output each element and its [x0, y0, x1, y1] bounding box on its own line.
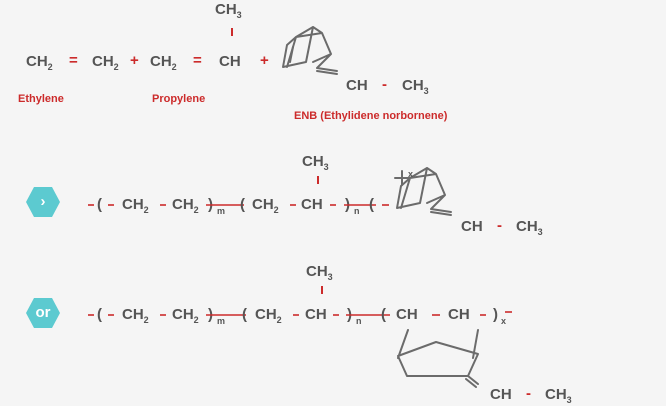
plus-sign: +: [260, 52, 269, 69]
ch3-group: CH3: [402, 77, 429, 96]
ch2-group: CH2: [172, 306, 199, 325]
ethylene-formula: CH2 = CH2: [26, 52, 119, 72]
ch2-group: CH2: [26, 53, 53, 72]
ch3-group: CH3: [306, 263, 333, 282]
single-bond: -: [497, 217, 502, 234]
ch2-group: CH2: [92, 53, 119, 72]
or-label: or: [35, 304, 51, 321]
ch-group: CH: [219, 53, 241, 70]
open-paren: (: [381, 306, 386, 323]
propylene-formula: CH2 = CH CH3: [150, 1, 242, 72]
ch2-group: CH2: [122, 306, 149, 325]
ch3-group: CH3: [302, 153, 329, 172]
ch2-group: CH2: [255, 306, 282, 325]
or-badge: or: [26, 298, 60, 328]
ch-group: CH: [490, 386, 512, 403]
open-paren: (: [97, 196, 102, 213]
subscript-n: n: [354, 206, 360, 216]
ch-group: CH: [448, 306, 470, 323]
arrow-badge: ›: [26, 187, 60, 217]
subscript-x: x: [408, 169, 413, 179]
ch-group: CH: [346, 77, 368, 94]
open-paren: (: [242, 306, 247, 323]
subscript-m: m: [217, 206, 225, 216]
ethylene-label: Ethylene: [18, 93, 64, 105]
open-paren: (: [369, 196, 374, 213]
propylene-label: Propylene: [152, 93, 205, 105]
ch2-group: CH2: [252, 196, 279, 215]
plus-sign: +: [130, 52, 139, 69]
open-paren: (: [240, 196, 245, 213]
enb-structure: CH - CH3: [282, 26, 429, 96]
hexagon-icon: [26, 187, 60, 217]
subscript-x: x: [501, 316, 506, 326]
ch-group: CH: [396, 306, 418, 323]
hexagon-icon: [26, 298, 60, 328]
single-bond: -: [526, 385, 531, 402]
cyclopentane-ring: [397, 329, 479, 388]
subscript-n: n: [356, 316, 362, 326]
single-bond: -: [382, 76, 387, 93]
polymer-row-2: ( CH2 CH2 ) m ( CH2 CH CH3 ) n (: [88, 153, 543, 237]
norbornene-ring: [396, 167, 452, 216]
chevron-right-icon: ›: [40, 193, 46, 210]
ch-group: CH: [305, 306, 327, 323]
ch-group: CH: [461, 218, 483, 235]
enb-label: ENB (Ethylidene norbornene): [294, 110, 448, 122]
close-paren: ): [493, 306, 498, 323]
double-bond: =: [193, 52, 202, 69]
double-bond: =: [69, 52, 78, 69]
ch2-group: CH2: [150, 53, 177, 72]
open-paren: (: [97, 306, 102, 323]
ch2-group: CH2: [172, 196, 199, 215]
polymer-row-3: ( CH2 CH2 ) m ( CH2 CH CH3 ) n ( CH CH )…: [88, 263, 572, 405]
ch3-group: CH3: [516, 218, 543, 237]
norbornene-ring: [282, 26, 338, 75]
subscript-m: m: [217, 316, 225, 326]
ch3-group: CH3: [215, 1, 242, 20]
crosslink-mark: x: [394, 169, 413, 186]
ch2-group: CH2: [122, 196, 149, 215]
ch3-group: CH3: [545, 386, 572, 405]
ch-group: CH: [301, 196, 323, 213]
